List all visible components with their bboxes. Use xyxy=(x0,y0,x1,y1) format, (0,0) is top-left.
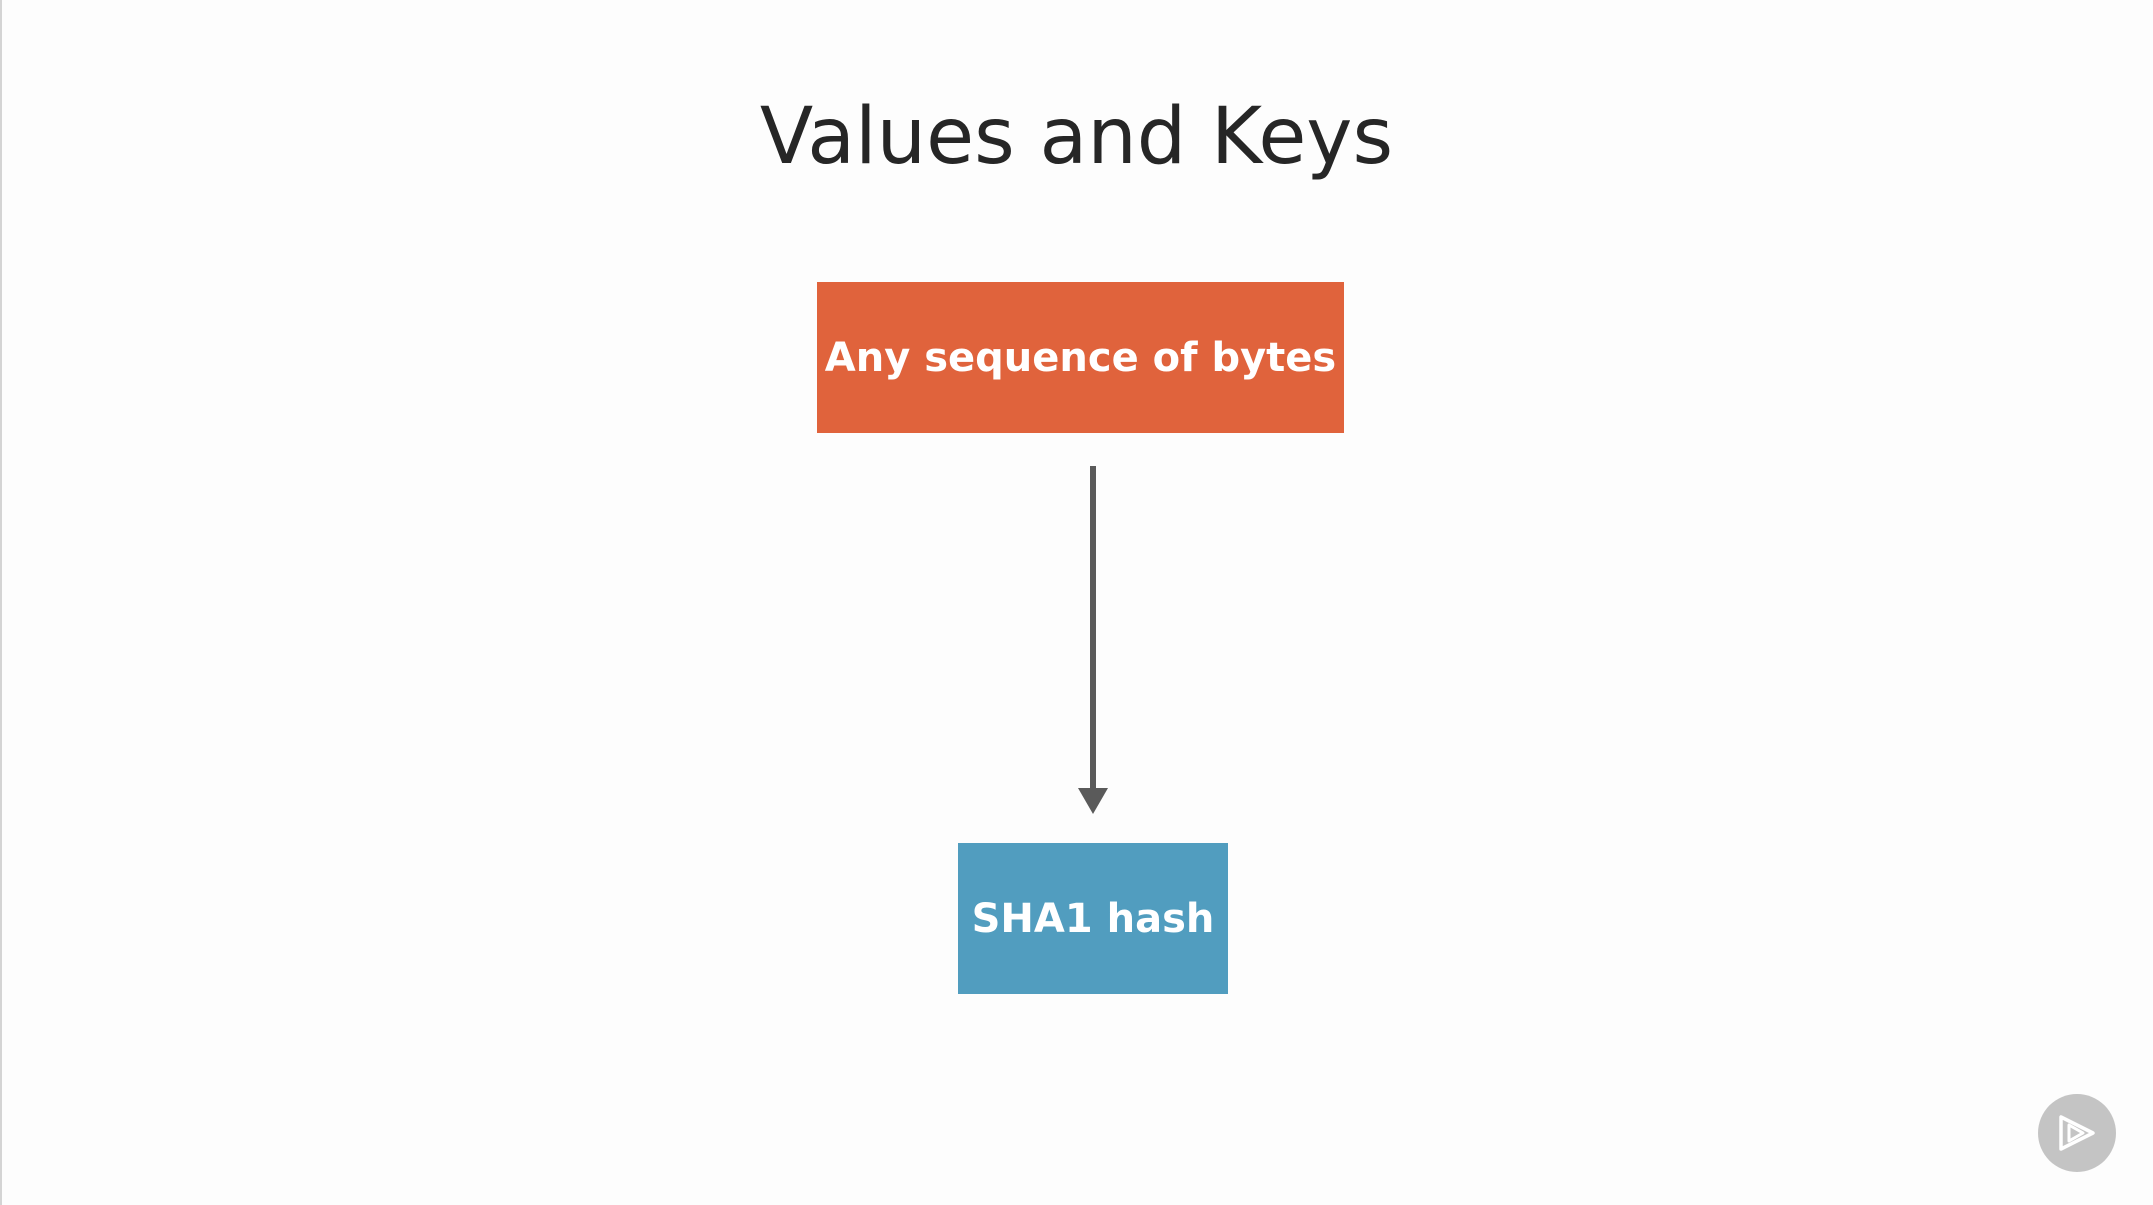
slide-left-border xyxy=(0,0,2,1205)
target-box-label: SHA1 hash xyxy=(971,895,1215,942)
play-logo-icon xyxy=(2059,1115,2095,1151)
source-box-label: Any sequence of bytes xyxy=(824,334,1337,381)
source-box: Any sequence of bytes xyxy=(817,282,1344,433)
down-arrow-connector xyxy=(1078,466,1108,814)
arrow-head xyxy=(1078,788,1108,814)
slide-title: Values and Keys xyxy=(759,92,1394,182)
target-box: SHA1 hash xyxy=(958,843,1228,994)
play-logo-badge xyxy=(2038,1094,2116,1172)
